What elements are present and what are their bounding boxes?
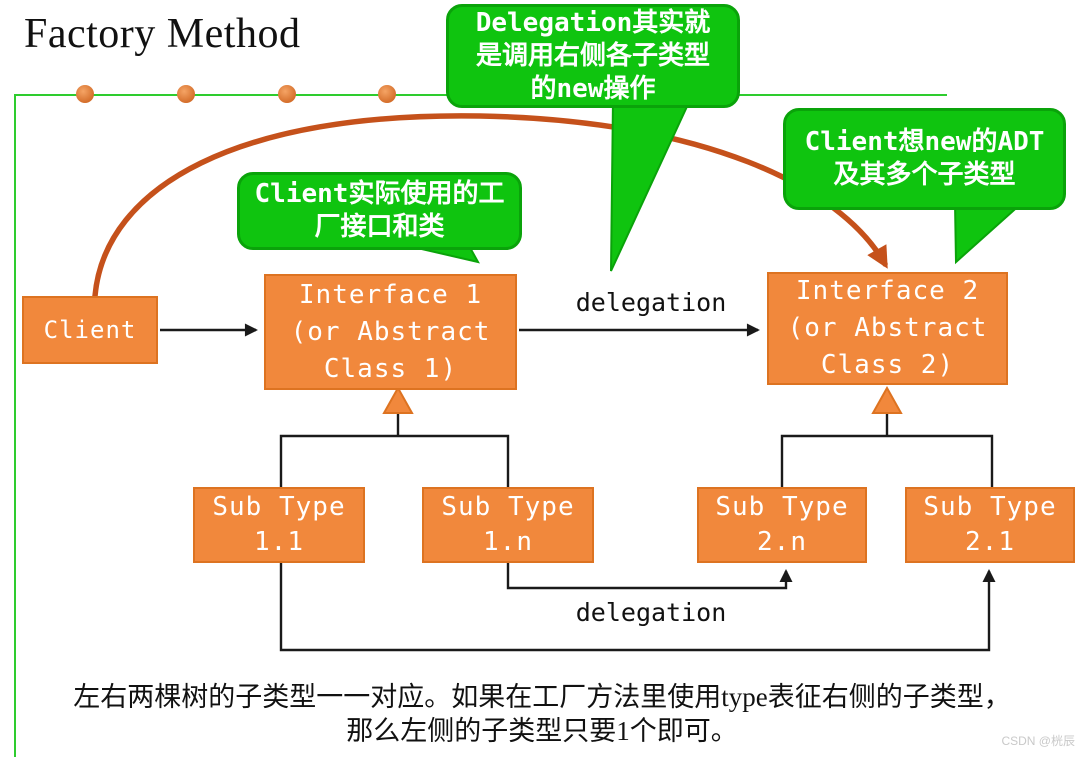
callout-tail <box>953 202 1025 265</box>
footer-note: 左右两棵树的子类型一一对应。如果在工厂方法里使用type表征右侧的子类型， 那么… <box>0 680 1084 748</box>
node-label: 2.n <box>757 527 807 557</box>
node-label: Client <box>43 316 137 344</box>
node-subtype-2-n: Sub Type 2.n <box>697 487 867 563</box>
node-label: (or Abstract <box>290 316 491 347</box>
callout-text: Client想new的ADT <box>804 127 1045 157</box>
callout-text: 是调用右侧各子类型 <box>475 40 710 71</box>
delegation-label-top: delegation <box>575 288 727 317</box>
callout-text: Client实际使用的工 <box>254 179 505 209</box>
watermark: CSDN @桄辰 <box>1001 734 1075 748</box>
node-label: Interface 1 <box>298 279 483 310</box>
node-label: (or Abstract <box>787 313 988 343</box>
tree1-branch-line <box>279 434 510 487</box>
callout-text: 及其多个子类型 <box>833 160 1016 190</box>
node-interface2: Interface 2 (or Abstract Class 2) <box>767 272 1008 385</box>
callout-text: 厂接口和类 <box>314 212 445 242</box>
page-title: Factory Method <box>24 11 301 57</box>
node-interface1: Interface 1 (or Abstract Class 1) <box>264 274 517 390</box>
callout-text: 的new操作 <box>530 73 656 104</box>
footer-line: 那么左侧的子类型只要1个即可。 <box>346 716 738 746</box>
node-label: 1.n <box>483 527 533 557</box>
node-subtype-1-n: Sub Type 1.n <box>422 487 594 563</box>
inheritance-triangle-icon <box>871 385 903 414</box>
divider-dot-icon <box>378 85 396 103</box>
divider-dot-icon <box>76 85 94 103</box>
sub1n-to-sub2n-delegation-arrow <box>506 563 793 590</box>
callout-client-factory: Client实际使用的工 厂接口和类 <box>237 172 522 250</box>
divider-dot-icon <box>177 85 195 103</box>
node-label: Sub Type <box>212 492 346 522</box>
callout-client-new-adt: Client想new的ADT 及其多个子类型 <box>783 108 1066 210</box>
footer-line: 左右两棵树的子类型一一对应。如果在工厂方法里使用type表征右侧的子类型， <box>73 682 1011 712</box>
node-label: Sub Type <box>441 492 575 522</box>
callout-text: Delegation其实就 <box>475 7 711 38</box>
node-label: Class 2) <box>820 350 955 380</box>
node-subtype-2-1: Sub Type 2.1 <box>905 487 1075 563</box>
node-client: Client <box>22 296 158 364</box>
inheritance-triangle-icon <box>382 385 414 414</box>
node-label: 1.1 <box>254 527 304 557</box>
node-label: Sub Type <box>923 492 1057 522</box>
tree2-branch-line <box>780 434 994 487</box>
sub11-to-sub21-delegation-arrow <box>279 563 996 652</box>
callout-tail <box>610 99 692 272</box>
delegation-label-bottom: delegation <box>575 598 727 627</box>
callout-delegation-note: Delegation其实就 是调用右侧各子类型 的new操作 <box>446 4 740 108</box>
node-label: Sub Type <box>715 492 849 522</box>
node-subtype-1-1: Sub Type 1.1 <box>193 487 365 563</box>
divider-dot-icon <box>278 85 296 103</box>
node-label: 2.1 <box>965 527 1015 557</box>
node-label: Interface 2 <box>795 276 980 306</box>
node-label: Class 1) <box>323 353 458 384</box>
